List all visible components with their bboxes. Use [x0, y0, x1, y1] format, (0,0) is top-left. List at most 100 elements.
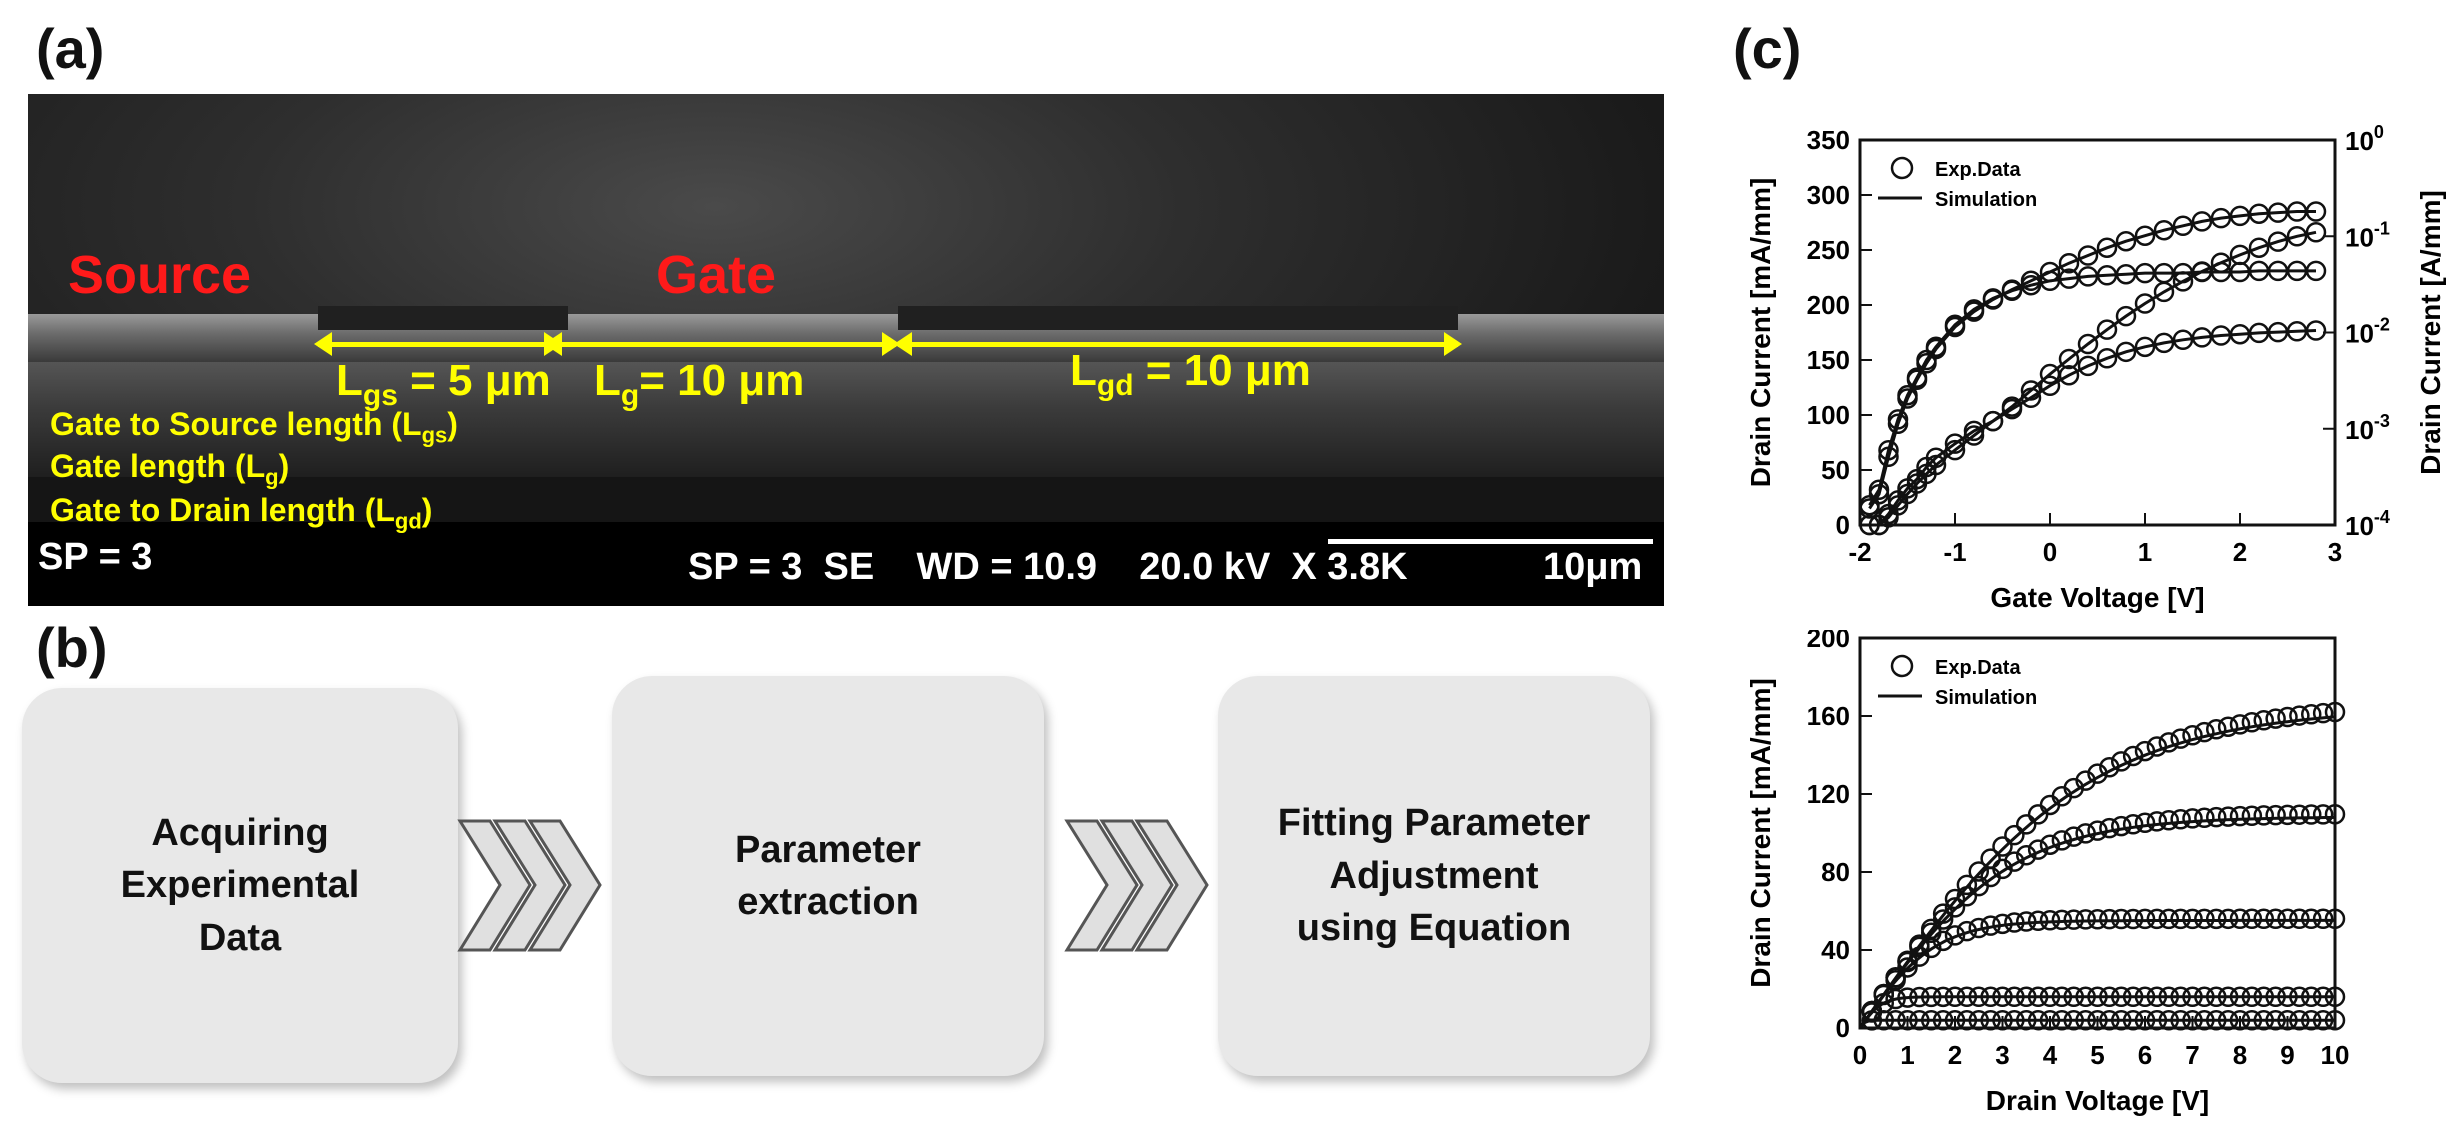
data-point: [2004, 851, 2025, 872]
data-point: [2324, 986, 2346, 1008]
data-point: [1909, 986, 1930, 1008]
data-point: [2206, 806, 2227, 828]
data-point: [2265, 1009, 2286, 1031]
data-point: [2170, 986, 2191, 1008]
simulation-line-3: [1868, 269, 2316, 506]
data-point: [2217, 806, 2239, 827]
data-point: [2027, 1009, 2049, 1031]
data-point: [2153, 219, 2175, 241]
legend-label-exp: Exp.Data: [1935, 657, 2021, 679]
data-point: [1897, 957, 1918, 978]
data-point: [2206, 908, 2227, 930]
data-point: [1956, 885, 1978, 907]
data-point: [2265, 804, 2286, 826]
data-point: [2001, 279, 2023, 300]
data-point: [2134, 908, 2156, 930]
data-point: [2111, 751, 2132, 772]
data-point: [2075, 1009, 2096, 1031]
x-axis-label: Gate Voltage [V]: [1990, 582, 2204, 613]
data-point: [2122, 986, 2144, 1008]
data-point: [2253, 908, 2274, 930]
data-point: [1992, 986, 2013, 1008]
data-point: [2182, 808, 2203, 829]
y-tick-label: 250: [1807, 235, 1850, 265]
data-point: [2229, 908, 2251, 930]
data-point: [2063, 826, 2084, 847]
data-point: [2087, 908, 2108, 930]
data-point: [2039, 834, 2061, 855]
data-point: [2217, 716, 2239, 737]
data-point: [2194, 908, 2215, 930]
data-point: [2194, 807, 2215, 828]
data-point: [2051, 986, 2073, 1008]
data-point: [2115, 230, 2137, 252]
data-point: [1921, 937, 1942, 959]
legend-gate-source: Gate to Source length (Lgs): [50, 406, 458, 448]
data-point: [2122, 745, 2144, 767]
data-point: [2289, 986, 2310, 1008]
data-point: [2324, 803, 2346, 825]
data-point: [1944, 925, 1966, 946]
data-point: [2158, 1009, 2179, 1031]
y-tick-label: 120: [1807, 779, 1850, 809]
data-point: [1897, 987, 1918, 1008]
data-point: [2182, 908, 2203, 930]
data-point: [1932, 986, 1954, 1008]
data-point: [2158, 986, 2179, 1008]
y-tick-label: 0: [1836, 1013, 1850, 1043]
x-tick-label: 10: [2321, 1040, 2350, 1070]
data-point: [1944, 897, 1966, 918]
data-point: [2206, 719, 2227, 740]
data-point: [2312, 986, 2334, 1008]
data-point: [2301, 986, 2322, 1008]
data-point: [1873, 1009, 1894, 1031]
data-point: [2241, 908, 2263, 930]
data-point: [2170, 908, 2191, 930]
data-point: [2075, 823, 2096, 844]
x-tick-label: 1: [1900, 1040, 1914, 1070]
data-point: [2305, 320, 2327, 341]
data-point: [2172, 329, 2194, 351]
data-point: [2016, 986, 2037, 1008]
data-point: [2277, 1009, 2298, 1031]
y2-tick-label: 10-3: [2345, 411, 2390, 445]
y-tick-label: 50: [1821, 455, 1850, 485]
data-point: [2087, 1009, 2108, 1031]
x-tick-label: 2: [2233, 537, 2247, 567]
data-point: [1944, 986, 1966, 1008]
sem-info-text: SP = 3 SE WD = 10.9 20.0 kV X 3.8K: [688, 546, 1408, 588]
data-point: [2051, 909, 2073, 931]
data-point: [1968, 917, 1989, 939]
data-point: [1963, 301, 1985, 322]
y2-tick-label: 10-1: [2345, 218, 2390, 252]
data-point: [2286, 226, 2308, 247]
data-point: [2077, 333, 2099, 355]
data-point: [2122, 908, 2144, 930]
data-point: [2194, 1009, 2215, 1031]
data-point: [2063, 986, 2084, 1008]
data-point: [2099, 817, 2120, 839]
flow-step-acquire: Acquiring Experimental Data: [22, 688, 458, 1083]
data-point: [2267, 231, 2289, 252]
data-point: [2039, 910, 2061, 931]
data-point: [1932, 1009, 1954, 1031]
data-point: [1963, 425, 1985, 446]
lg-arrow: [544, 332, 900, 356]
x-tick-label: 1: [2138, 537, 2152, 567]
x-tick-label: -2: [1848, 537, 1871, 567]
data-point: [2253, 710, 2274, 731]
data-point: [1980, 986, 2001, 1008]
y-axis-label: Drain Current [mA/mm]: [1745, 178, 1776, 488]
data-point: [1932, 909, 1954, 930]
data-point: [2229, 986, 2251, 1008]
data-point: [2016, 1009, 2037, 1031]
x-tick-label: 4: [2043, 1040, 2058, 1070]
data-point: [2087, 763, 2108, 784]
data-point: [2170, 728, 2191, 749]
data-point: [2194, 986, 2215, 1008]
data-point: [2206, 986, 2227, 1008]
y2-axis-label: Drain Current [A/mm]: [2415, 190, 2446, 475]
data-point: [2020, 380, 2042, 401]
